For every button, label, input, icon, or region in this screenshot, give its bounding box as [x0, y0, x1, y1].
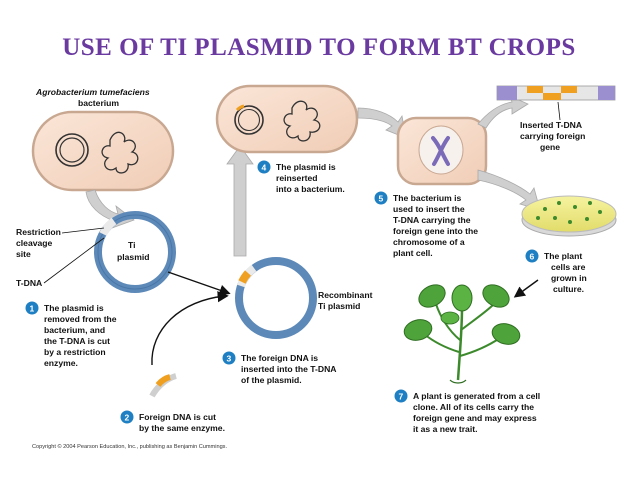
site-label: site	[16, 249, 31, 259]
svg-text:reinserted: reinserted	[276, 173, 318, 183]
svg-text:The bacterium is: The bacterium is	[393, 193, 462, 203]
svg-text:foreign gene into the: foreign gene into the	[393, 226, 478, 236]
step-1: 1 The plasmid is removed from the bacter…	[25, 301, 117, 368]
copyright-text: Copyright © 2004 Pearson Education, Inc.…	[32, 443, 227, 450]
ti-plasmid-label: plasmid	[117, 252, 149, 262]
plant-icon	[403, 284, 521, 384]
svg-text:into a bacterium.: into a bacterium.	[276, 184, 345, 194]
svg-text:4: 4	[262, 163, 267, 173]
svg-text:by the same enzyme.: by the same enzyme.	[139, 423, 225, 433]
svg-text:2: 2	[125, 413, 130, 423]
agrobacterium-cell	[31, 110, 175, 192]
agrobacterium-label: Agrobacterium tumefaciens	[35, 87, 150, 97]
svg-text:the T-DNA is cut: the T-DNA is cut	[44, 336, 110, 346]
step-3: 3 The foreign DNA is inserted into the T…	[222, 351, 337, 385]
svg-text:foreign gene and may express: foreign gene and may express	[413, 413, 537, 423]
cleavage-label: cleavage	[16, 238, 53, 248]
gray-arrow-up	[226, 145, 254, 257]
svg-text:it as a new trait.: it as a new trait.	[413, 424, 477, 434]
step-5: 5 The bacterium is used to insert the T-…	[374, 191, 478, 258]
svg-text:plant cell.: plant cell.	[393, 248, 433, 258]
svg-text:A plant is generated from a ce: A plant is generated from a cell	[413, 391, 540, 401]
t-dna-label: T-DNA	[16, 278, 42, 288]
svg-text:clone. All of its cells carry: clone. All of its cells carry the	[413, 402, 534, 412]
svg-text:inserted into the T-DNA: inserted into the T-DNA	[241, 364, 337, 374]
inserted-foreign-gene	[238, 270, 252, 284]
svg-text:The plasmid is: The plasmid is	[276, 162, 336, 172]
ti-plasmid	[94, 211, 176, 293]
svg-text:7: 7	[399, 392, 404, 402]
svg-text:bacterium, and: bacterium, and	[44, 325, 105, 335]
svg-text:T-DNA carrying the: T-DNA carrying the	[393, 215, 471, 225]
bacterial-chromosome	[101, 131, 139, 174]
svg-text:by a restriction: by a restriction	[44, 347, 106, 357]
svg-text:grown in: grown in	[551, 273, 587, 283]
svg-text:of the plasmid.: of the plasmid.	[241, 375, 302, 385]
inserted-tdna-strip	[496, 85, 616, 101]
step-2: 2 Foreign DNA is cut by the same enzyme.	[120, 410, 225, 433]
svg-text:Foreign DNA is cut: Foreign DNA is cut	[139, 412, 216, 422]
arrow-culture-to-plant	[513, 279, 539, 298]
svg-text:culture.: culture.	[553, 284, 584, 294]
svg-text:1: 1	[30, 304, 35, 314]
gray-arrow-to-plant-cell	[357, 107, 407, 139]
svg-text:5: 5	[379, 194, 384, 204]
t-dna-segment	[99, 217, 117, 237]
recombinant-ti-label: Ti plasmid	[318, 301, 360, 311]
restriction-label: Restriction	[16, 227, 61, 237]
step-7: 7 A plant is generated from a cell clone…	[394, 389, 540, 434]
svg-text:6: 6	[530, 252, 535, 262]
step-4: 4 The plasmid is reinserted into a bacte…	[257, 160, 345, 194]
ti-label: Ti	[128, 240, 135, 250]
svg-text:removed from the: removed from the	[44, 314, 117, 324]
plant-cell	[396, 116, 488, 186]
arrow-ti-to-recombinant	[167, 271, 231, 296]
page-title: USE OF TI PLASMID TO FORM BT CROPS	[62, 34, 576, 61]
svg-text:used to insert the: used to insert the	[393, 204, 465, 214]
arrow-foreign-dna-to-recombinant	[151, 291, 229, 366]
svg-text:cells are: cells are	[551, 262, 586, 272]
foreign-dna-fragment	[149, 373, 177, 398]
step-6: 6 The plant cells are grown in culture.	[525, 249, 587, 294]
svg-text:chromosome of a: chromosome of a	[393, 237, 465, 247]
bacterium-label: bacterium	[78, 98, 119, 108]
svg-text:The plant: The plant	[544, 251, 582, 261]
svg-text:enzyme.: enzyme.	[44, 358, 78, 368]
svg-text:3: 3	[227, 354, 232, 364]
culture-dish	[521, 195, 617, 237]
gray-arrow-to-inserted-tdna	[477, 95, 529, 129]
recombinant-bacterium	[215, 84, 359, 154]
inserted-tdna-label: Inserted T-DNA	[520, 120, 582, 130]
inserted-tdna-label-3: gene	[540, 142, 560, 152]
recombinant-label: Recombinant	[318, 290, 373, 300]
svg-text:The plasmid is: The plasmid is	[44, 303, 104, 313]
recombinant-ti-plasmid	[235, 257, 317, 339]
svg-text:The foreign DNA is: The foreign DNA is	[241, 353, 318, 363]
inserted-tdna-label-2: carrying foreign	[520, 131, 585, 141]
